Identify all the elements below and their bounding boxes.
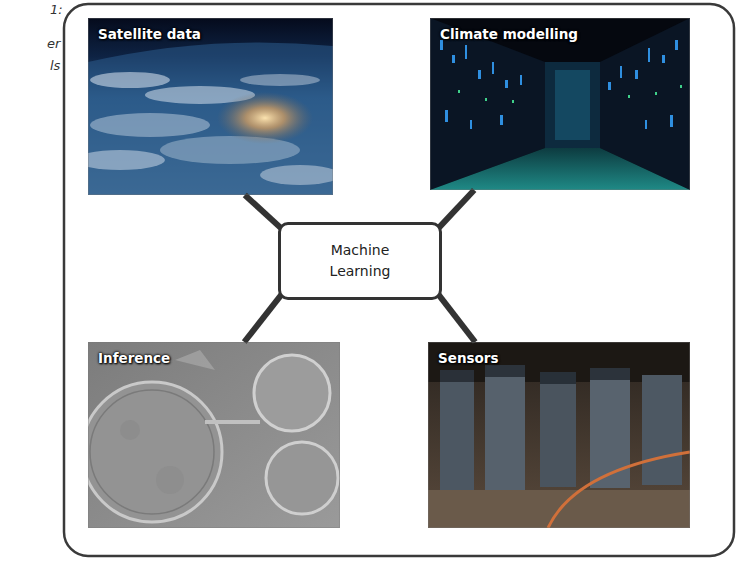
connector-line <box>435 190 474 231</box>
image-panel: Inference <box>88 342 340 528</box>
sensors-picture <box>428 342 690 528</box>
outer-frame <box>64 4 734 556</box>
caption-fragment: ls <box>50 58 60 73</box>
image-panel: Sensors <box>428 342 690 528</box>
connector-line <box>435 291 475 342</box>
panel-title: Climate modelling <box>438 26 580 42</box>
caption-fragment: er <box>47 36 60 51</box>
box-label: Machine Learning <box>320 240 400 282</box>
image-panel: Climate modelling <box>430 18 690 190</box>
process-box: Machine Learning <box>278 222 442 300</box>
connector-line <box>244 291 284 342</box>
caption-fragment: 1: <box>50 2 63 17</box>
micrograph-picture <box>88 342 340 528</box>
server-room-picture <box>430 18 690 190</box>
image-panel: Satellite data <box>88 18 333 195</box>
panel-title: Satellite data <box>96 26 203 42</box>
panel-title: Sensors <box>436 350 501 366</box>
satellite-picture <box>88 18 333 195</box>
panel-title: Inference <box>96 350 172 366</box>
